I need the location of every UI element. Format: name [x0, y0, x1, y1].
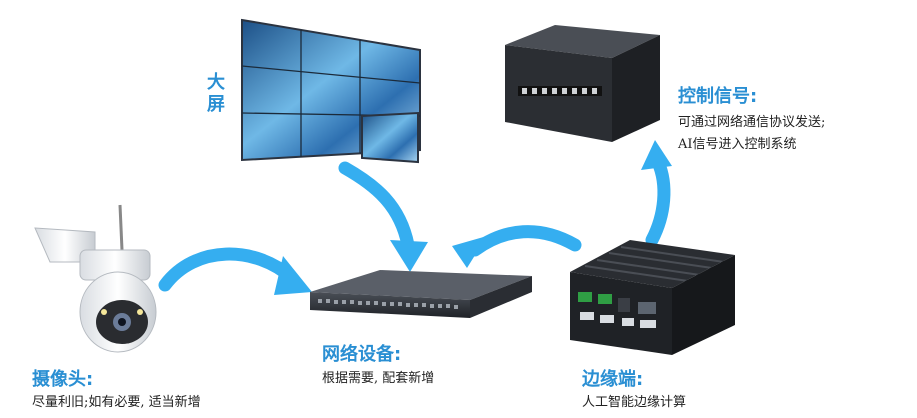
- edge-title: 边缘端:: [582, 369, 644, 390]
- edge-desc: 人工智能边缘计算: [582, 395, 687, 410]
- big-screen-title: 大屏: [207, 72, 225, 115]
- arrow-camera-to-network: [158, 247, 312, 295]
- video-wall-icon: [241, 18, 421, 164]
- camera-title: 摄像头:: [32, 369, 94, 390]
- arrow-edge-to-control: [641, 140, 672, 247]
- control-signal-title: 控制信号:: [678, 86, 758, 107]
- plc-controller-icon: [505, 25, 660, 142]
- camera-desc: 尽量利旧;如有必要, 适当新增: [32, 395, 201, 410]
- ptz-camera-icon: [34, 204, 157, 353]
- edge-computing-box-icon: [570, 240, 735, 355]
- control-signal-desc-line-1: 可通过网络通信协议发送;: [678, 115, 826, 130]
- arrow-edge-to-network: [452, 225, 582, 268]
- network-switch-icon: [310, 270, 532, 318]
- control-signal-desc-line-2: AI信号进入控制系统: [678, 137, 797, 152]
- network-title: 网络设备:: [322, 344, 402, 365]
- arrow-screen-to-network: [338, 161, 428, 272]
- network-desc: 根据需要, 配套新增: [322, 371, 435, 386]
